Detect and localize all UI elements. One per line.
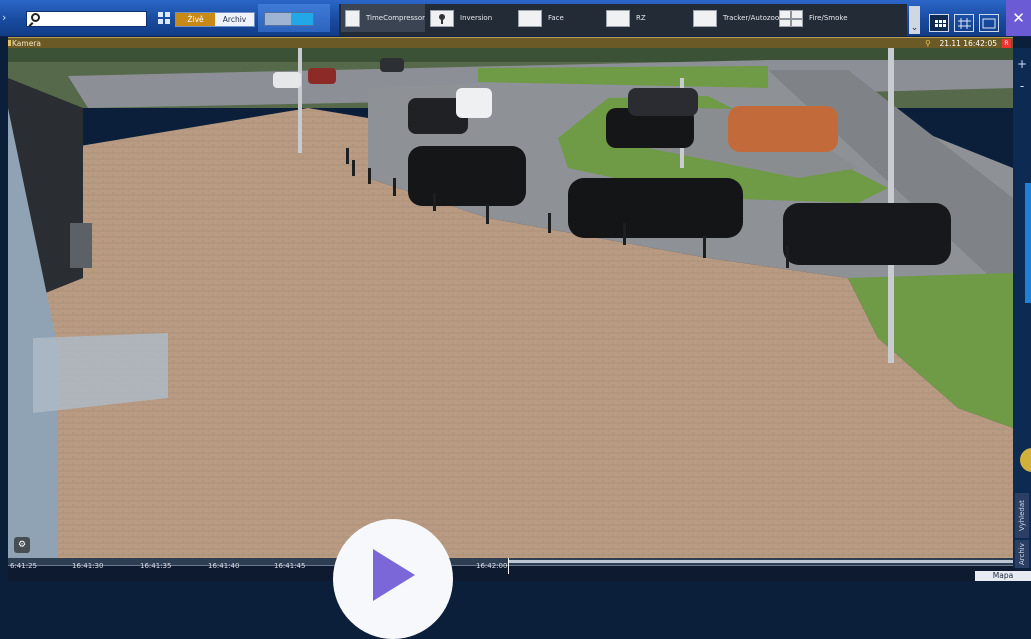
quad-view-icon (779, 9, 803, 27)
timeline-cursor[interactable] (508, 558, 509, 574)
map-button[interactable]: Mapa (975, 571, 1031, 581)
timeline[interactable]: 6:41:25 16:41:30 16:41:35 16:41:40 16:41… (8, 558, 1013, 581)
tab-rz[interactable]: RZ (606, 4, 646, 32)
camera-header: Kamera ⚲ 21.11 16:42:05 R (8, 37, 1013, 49)
archive-mode-button[interactable]: Archiv (215, 13, 254, 26)
tab-inversion[interactable]: Inversion (430, 4, 492, 32)
timeline-label: 16:41:30 (72, 562, 104, 570)
timeline-label: 6:41:25 (10, 562, 37, 570)
tab-label: Fire/Smoke (809, 14, 848, 22)
ptz-control-icon[interactable]: ⚙ (14, 537, 30, 553)
grid-icon (935, 20, 946, 27)
user-icon[interactable]: ⚲ (925, 39, 931, 48)
tab-label: Face (548, 14, 564, 22)
tab-timecompressor[interactable]: TimeCompressor (341, 4, 425, 32)
camera-video-feed[interactable] (8, 48, 1013, 558)
camera-title: Kamera (12, 39, 41, 48)
timeline-label: 16:41:40 (208, 562, 240, 570)
play-icon (373, 549, 415, 601)
top-toolbar: › Živě Archiv TimeCompressor Inversion F… (0, 0, 1031, 37)
parking-lot-scene (8, 48, 1013, 558)
settings-button[interactable]: ✕ (1006, 0, 1031, 36)
archive-panel-tab[interactable]: Archiv (1015, 540, 1029, 568)
search-panel-tab[interactable]: Vyhledat (1015, 493, 1029, 538)
camera-thumbnail-icon (693, 9, 717, 27)
map-pin-icon (430, 9, 454, 27)
zoom-out-button[interactable]: - (1019, 79, 1025, 93)
layout-grid-button[interactable] (929, 14, 949, 32)
record-badge[interactable]: R (1002, 39, 1011, 48)
camera-thumbnail-icon (345, 9, 360, 27)
camera-thumbnail-icon (518, 9, 542, 27)
timeline-label: 16:42:00 (476, 562, 508, 570)
chevron-right-icon[interactable]: › (2, 11, 7, 24)
timeline-label: 16:41:35 (140, 562, 172, 570)
live-archive-toggle[interactable]: Živě Archiv (175, 12, 255, 27)
search-field[interactable] (26, 11, 147, 27)
tab-tracker-autozoom[interactable]: Tracker/Autozoom (693, 4, 786, 32)
camera-datetime: 21.11 16:42:05 (939, 39, 997, 48)
live-mode-button[interactable]: Živě (176, 13, 215, 26)
search-input[interactable] (44, 12, 142, 26)
tab-label: Tracker/Autozoom (723, 14, 786, 22)
tab-face[interactable]: Face (518, 4, 564, 32)
camera-thumbnail-icon (606, 9, 630, 27)
timeline-ticks (8, 562, 1013, 566)
event-indicator[interactable] (1020, 448, 1031, 472)
timeline-label: 16:41:45 (274, 562, 306, 570)
search-icon (31, 13, 40, 22)
single-view-icon (982, 18, 996, 29)
tab-fire-smoke[interactable]: Fire/Smoke (779, 4, 848, 32)
layout-single-button[interactable] (979, 14, 999, 32)
play-button[interactable] (333, 519, 453, 639)
tab-label: TimeCompressor (365, 14, 425, 22)
wrench-icon: ✕ (1012, 9, 1025, 27)
zoom-in-button[interactable]: + (1016, 57, 1028, 71)
layout-selector[interactable] (264, 12, 314, 26)
tab-label: RZ (636, 14, 646, 22)
camera-icon (8, 40, 11, 46)
side-panel-tab[interactable] (1025, 183, 1031, 303)
tab-label: Inversion (460, 14, 493, 22)
hash-grid-icon (958, 18, 971, 29)
layout-hash-button[interactable] (954, 14, 974, 32)
timeline-future-range (509, 560, 1013, 563)
right-side-rail: + - Vyhledat Archiv (1013, 48, 1031, 568)
grid-view-icon[interactable] (158, 12, 170, 24)
chevron-down-icon[interactable]: ⌄ (909, 6, 920, 34)
